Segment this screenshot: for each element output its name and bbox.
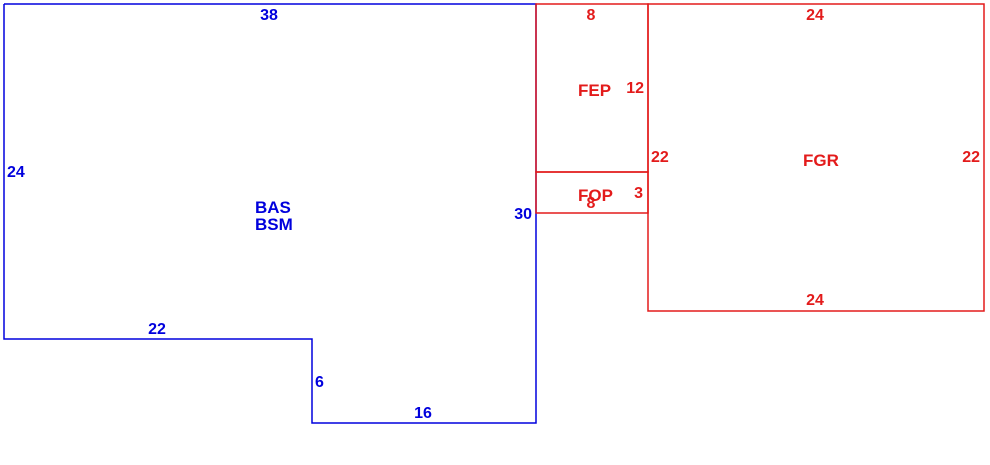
dim-fep-top: 8	[587, 7, 596, 24]
dim-fgr-top: 24	[806, 7, 824, 24]
dim-main-bottom-left: 22	[148, 321, 166, 338]
area-label-fep: FEP	[578, 81, 611, 100]
dim-fop-depth: 3	[634, 185, 643, 202]
dim-fgr-left: 22	[651, 149, 669, 166]
area-label-fop: FOP	[578, 186, 613, 205]
fgr-outline	[647, 3, 985, 312]
dim-main-top: 38	[260, 7, 278, 24]
area-label-bas: BAS	[255, 198, 291, 217]
dim-fgr-right: 22	[962, 149, 980, 166]
area-label-bsm: BSM	[255, 215, 293, 234]
area-label-fgr: FGR	[803, 151, 839, 170]
dim-fep-right: 12	[626, 80, 644, 97]
dim-fgr-bottom: 24	[806, 292, 824, 309]
dim-fop-width: 8	[587, 195, 596, 212]
dim-main-left: 24	[7, 164, 25, 181]
dim-main-bottom-right: 16	[414, 405, 432, 422]
dim-main-notch: 6	[315, 374, 324, 391]
dim-main-right: 30	[514, 206, 532, 223]
